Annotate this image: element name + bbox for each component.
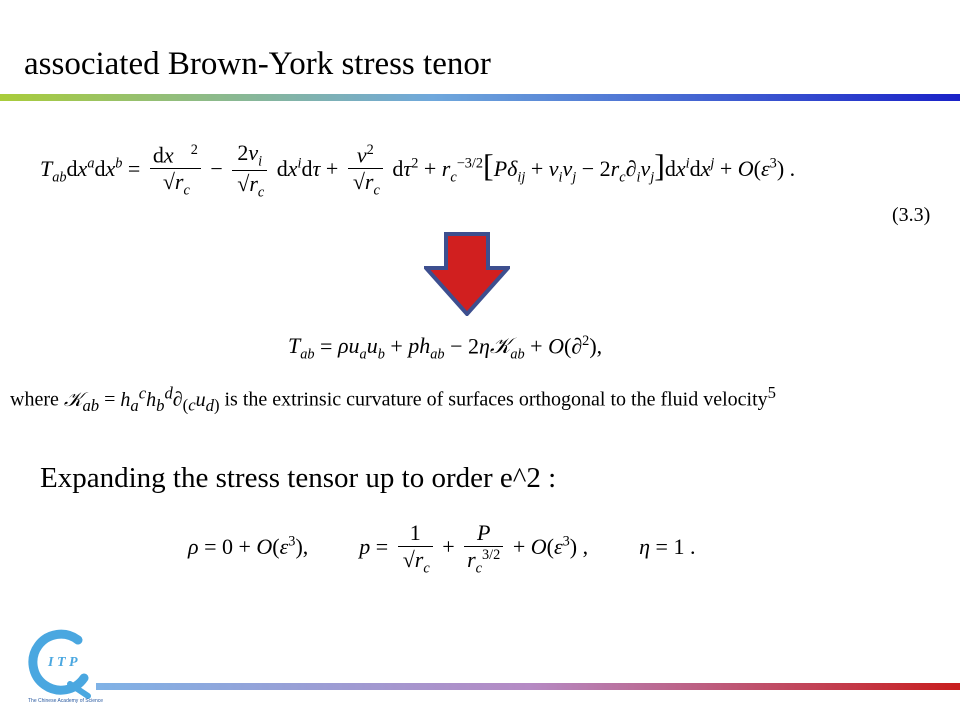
extrinsic-curvature-definition: where 𝒦ab = hachbd∂(cud) is the extrinsi… <box>10 383 776 415</box>
where-suffix: is the extrinsic curvature of surfaces o… <box>224 388 768 411</box>
logo-caption: The Chinese Academy of Science <box>28 698 103 704</box>
down-arrow-icon <box>424 232 510 316</box>
equation-stress-tensor: Tab = ρuaub + phab − 2η𝒦ab + O(∂2), <box>288 333 603 363</box>
equation-number: (3.3) <box>892 204 931 226</box>
itp-logo: I T P The Chinese Academy of Science <box>28 629 103 704</box>
top-gradient-bar <box>0 94 960 101</box>
slide-title: associated Brown-York stress tenor <box>24 46 491 82</box>
equation-metric-expansion: Tabdxadxb = dx⃗2√rc − 2vi√rc dxidτ + v2√… <box>40 140 796 201</box>
footnote-mark: 5 <box>767 383 776 402</box>
logo-text: I T P <box>47 655 78 670</box>
section-subtitle: Expanding the stress tensor up to order … <box>40 462 557 494</box>
where-prefix: where <box>10 388 59 411</box>
bottom-gradient-bar <box>96 683 960 690</box>
